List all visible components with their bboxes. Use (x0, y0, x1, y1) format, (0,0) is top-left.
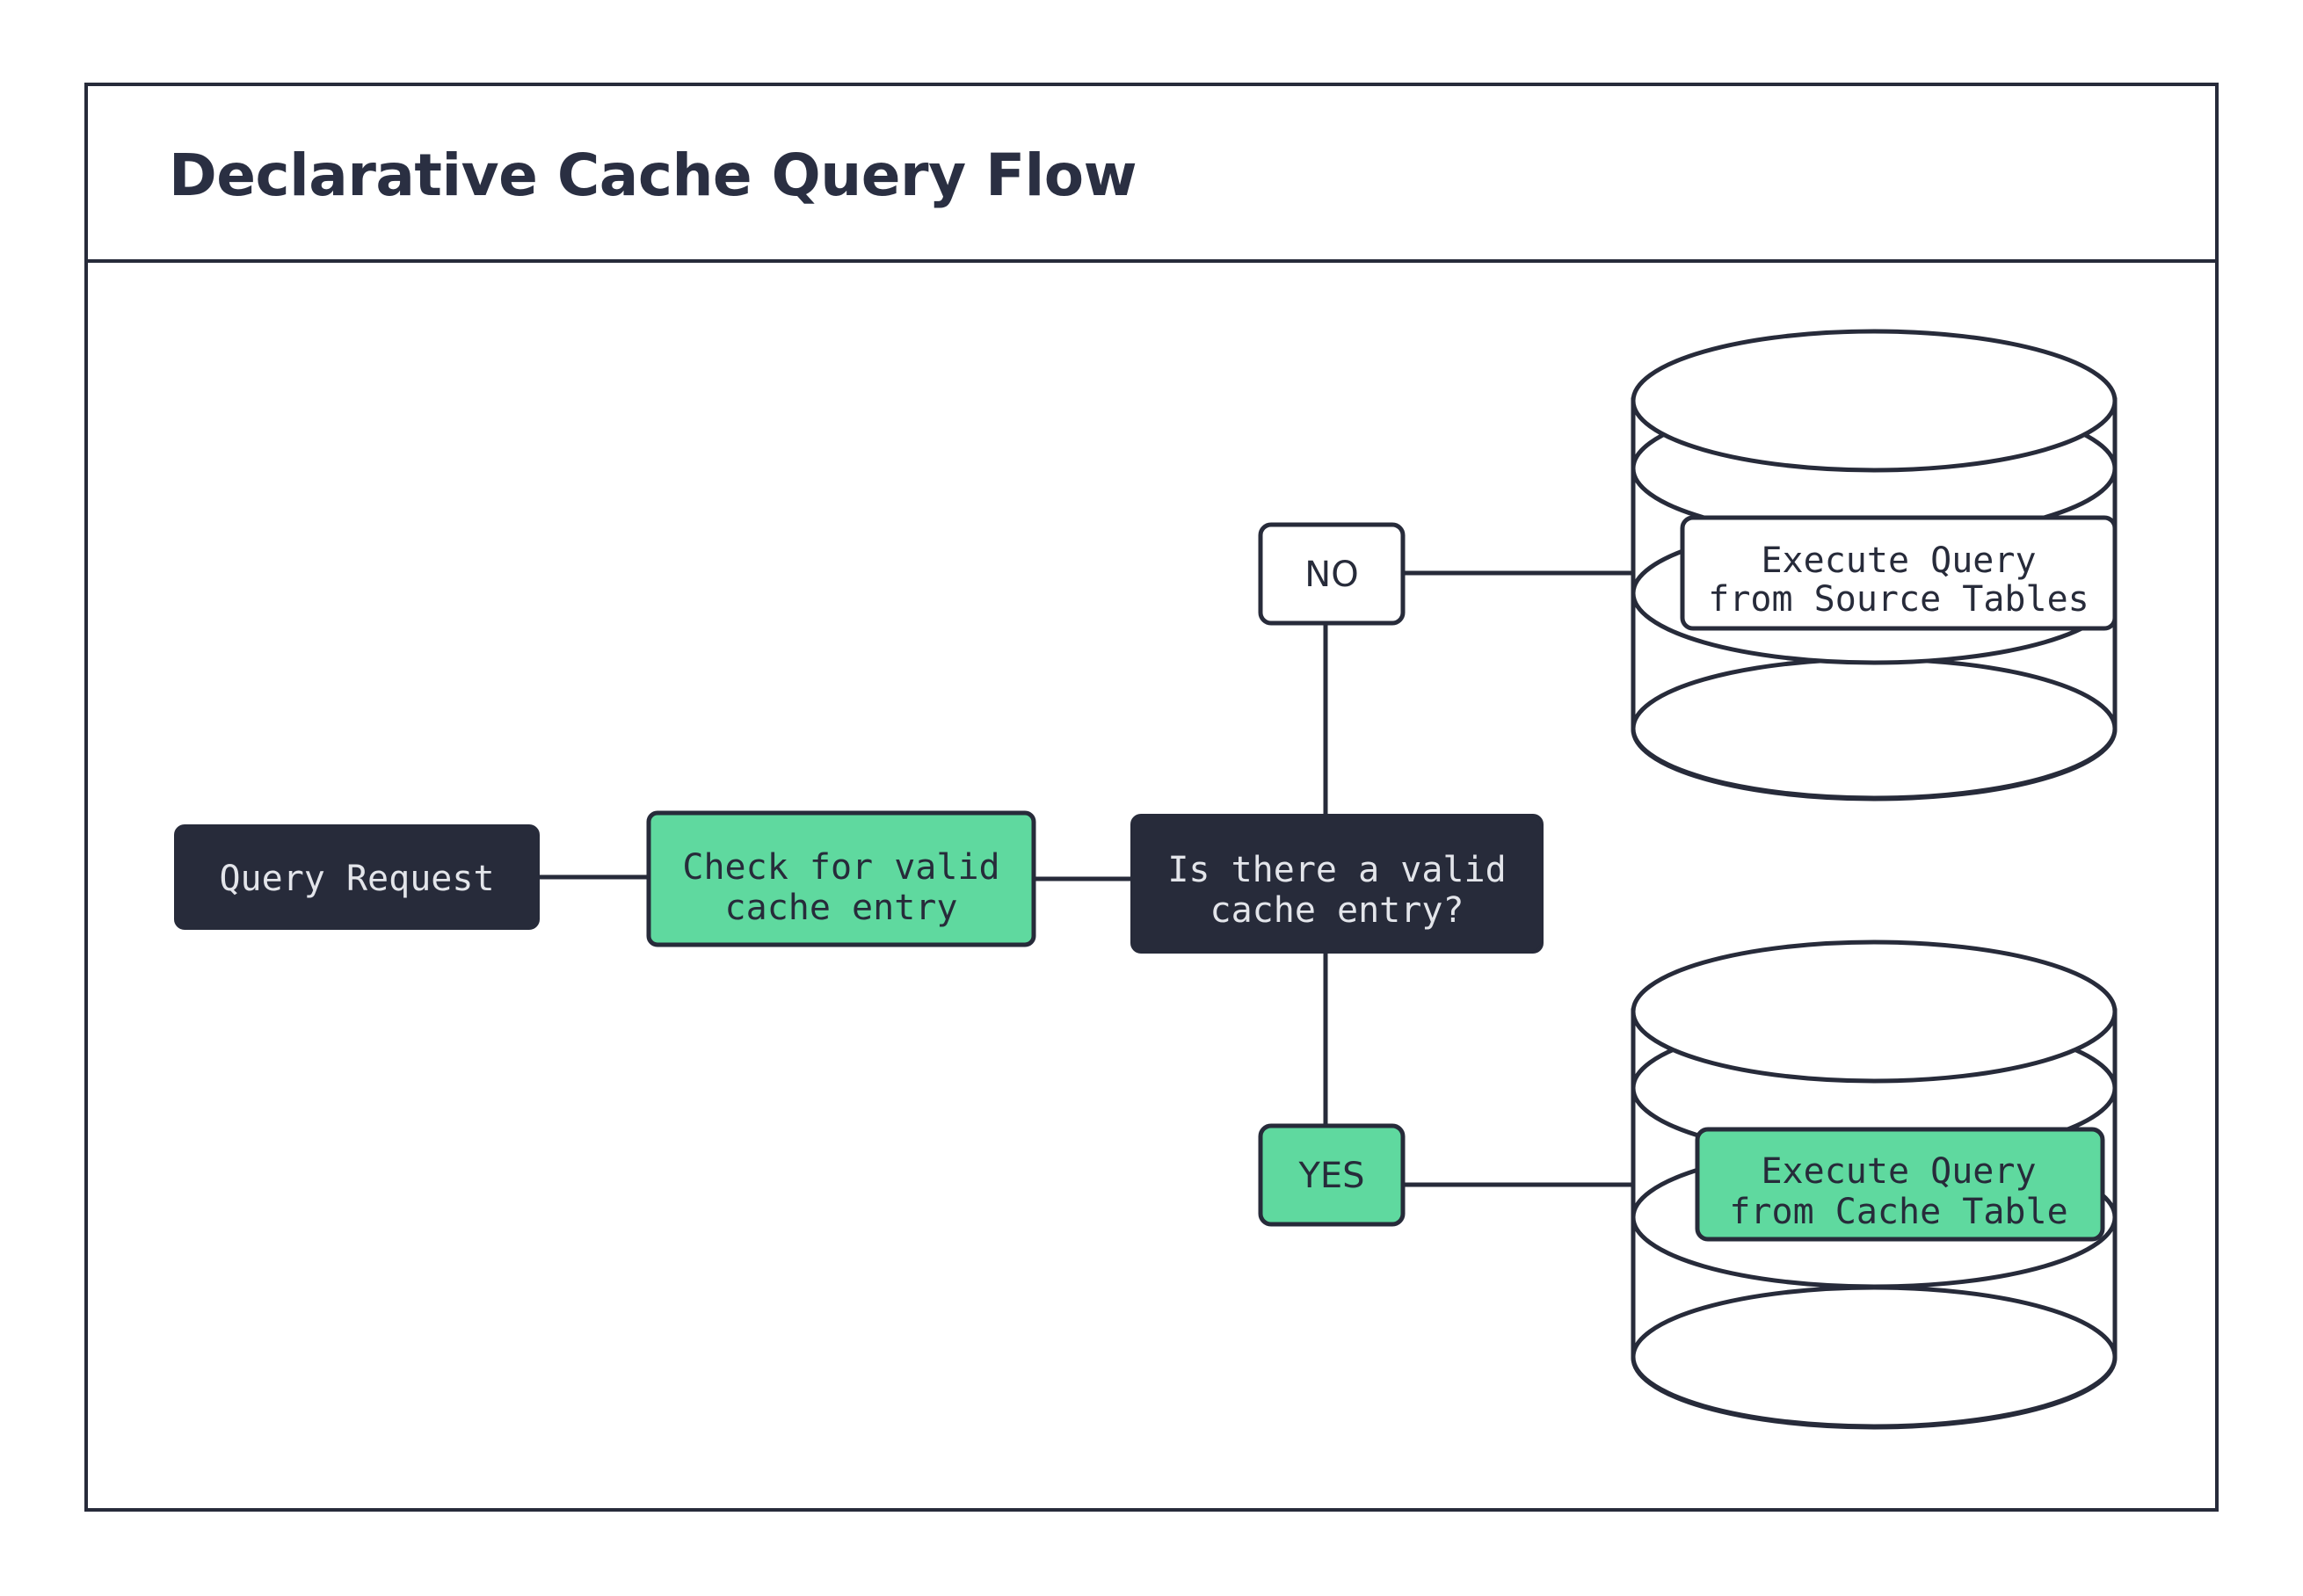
source-db-label-box[interactable] (1680, 515, 2118, 631)
cache-db-top (1631, 939, 2118, 1084)
branch-no-node[interactable]: NO (1258, 522, 1406, 626)
source-tables-db-node[interactable]: Execute Query from Source Tables (1631, 329, 2118, 802)
decision-label-line1: Is there a valid (1167, 850, 1506, 890)
check-cache-label-line2: cache entry (725, 888, 958, 928)
decision-label-line2: cache entry? (1210, 890, 1464, 931)
cache-db-label-line2: from Cache Table (1729, 1192, 2067, 1232)
branch-yes-label: YES (1297, 1156, 1364, 1196)
source-db-disk-3 (1631, 657, 2118, 801)
source-db-label-line1: Execute Query (1761, 540, 2036, 581)
query-request-node[interactable]: Query Request (174, 824, 540, 930)
branch-yes-node[interactable]: YES (1258, 1123, 1406, 1227)
decision-valid-cache-node[interactable]: Is there a valid cache entry? (1130, 814, 1544, 954)
cache-db-disk-3 (1631, 1285, 2118, 1429)
check-cache-box[interactable] (646, 810, 1036, 947)
branch-no-box[interactable] (1258, 522, 1406, 626)
cache-db-label-box[interactable] (1695, 1127, 2105, 1242)
branch-no-label: NO (1304, 555, 1358, 595)
cache-table-db-node[interactable]: Execute Query from Cache Table (1631, 939, 2118, 1430)
check-cache-node[interactable]: Check for valid cache entry (646, 810, 1036, 947)
branch-yes-box[interactable] (1258, 1123, 1406, 1227)
source-db-label-line2: from Source Tables (1708, 579, 2089, 620)
cache-db-label-line1: Execute Query (1761, 1151, 2036, 1192)
page-title: Declarative Cache Query Flow (169, 141, 1137, 209)
check-cache-label-line1: Check for valid (682, 847, 999, 888)
source-db-top (1631, 329, 2118, 473)
query-request-box[interactable] (174, 824, 540, 930)
decision-box[interactable] (1130, 814, 1544, 954)
query-request-label: Query Request (219, 859, 494, 899)
